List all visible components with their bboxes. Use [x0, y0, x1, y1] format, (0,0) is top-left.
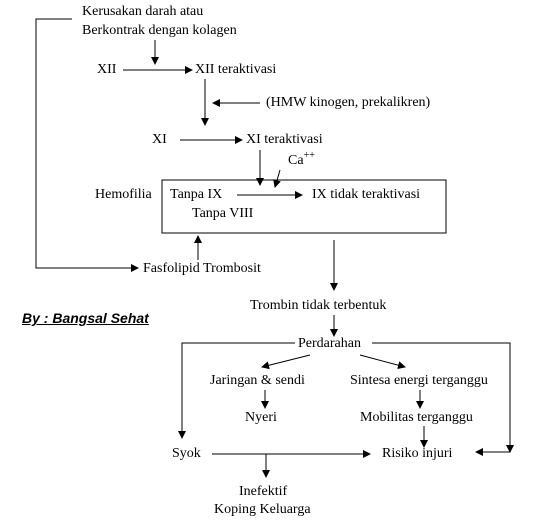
arrow-to-syok [178, 342, 295, 439]
node-tanpa-ix: Tanpa IX [170, 187, 223, 202]
node-jaringan: Jaringan & sendi [210, 373, 305, 388]
node-nyeri: Nyeri [245, 410, 277, 425]
arrow-right-branch [372, 342, 514, 453]
node-risiko: Risiko injuri [382, 446, 453, 461]
node-xii: XII [97, 62, 117, 77]
node-perdarahan: Perdarahan [298, 336, 361, 351]
node-koping: Koping Keluarga [214, 502, 311, 517]
node-xi-teraktivasi: XI teraktivasi [246, 132, 323, 147]
node-sintesa: Sintesa energi terganggu [350, 373, 488, 388]
node-ix-tidak-teraktivasi: IX tidak teraktivasi [312, 187, 421, 202]
node-trombin: Trombin tidak terbentuk [250, 298, 387, 313]
node-ca: Ca++ [288, 150, 315, 170]
node-mobilitas: Mobilitas terganggu [360, 410, 473, 425]
hemofilia-box [161, 179, 447, 234]
loop-line [35, 18, 139, 272]
credit-label: By : Bangsal Sehat [22, 310, 149, 326]
node-kerusakan-line1: Kerusakan darah atau [82, 4, 204, 19]
node-hmw: (HMW kinogen, prekalikren) [266, 95, 431, 110]
node-syok: Syok [172, 446, 201, 461]
node-tanpa-viii: Tanpa VIII [192, 206, 254, 221]
node-xi: XI [152, 132, 167, 147]
arrow-ca-down [273, 169, 281, 188]
node-kerusakan-line2: Berkontrak dengan kolagen [82, 23, 237, 38]
node-hemofilia: Hemofilia [95, 187, 152, 202]
arrow-to-jaringan [261, 354, 311, 370]
node-fasfolipid: Fasfolipid Trombosit [143, 261, 261, 276]
node-xii-teraktivasi: XII teraktivasi [195, 62, 277, 77]
ca-text: Ca [288, 153, 304, 168]
arrow-to-sintesa [359, 354, 406, 370]
node-inefektif: Inefektif [239, 484, 288, 499]
ca-superscript: ++ [303, 150, 315, 161]
